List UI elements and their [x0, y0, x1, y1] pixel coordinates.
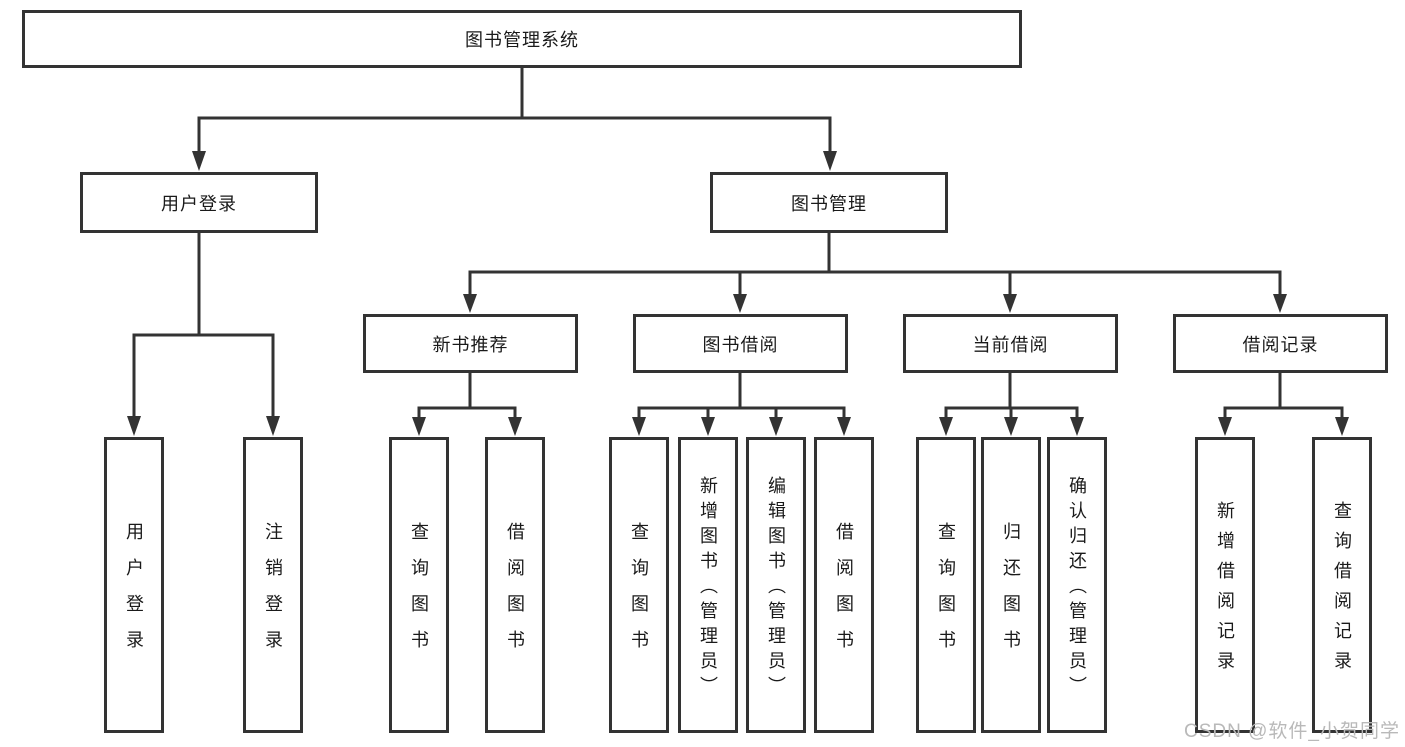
node-label: 归还图书 [1001, 522, 1021, 666]
node-label: 用户登录 [161, 193, 237, 214]
leaf-return-book: 归还图书 [981, 437, 1041, 733]
leaf-edit-book-admin: 编辑图书（管理员） [746, 437, 806, 733]
node-user-login: 用户登录 [80, 172, 318, 233]
leaf-logout: 注销登录 [243, 437, 303, 733]
leaf-query-books-borrowing: 查询图书 [609, 437, 669, 733]
node-label: 图书管理 [791, 193, 867, 214]
node-label: 借阅记录 [1242, 334, 1319, 355]
leaf-query-books-recommend: 查询图书 [389, 437, 449, 733]
node-book-management: 图书管理 [710, 172, 948, 233]
leaf-add-borrow-record: 新增借阅记录 [1195, 437, 1255, 733]
leaf-query-books-current: 查询图书 [916, 437, 976, 733]
node-label: 借阅图书 [834, 522, 854, 666]
leaf-borrow-books-borrowing: 借阅图书 [814, 437, 874, 733]
node-borrowing-records: 借阅记录 [1173, 314, 1388, 373]
leaf-borrow-books-recommend: 借阅图书 [485, 437, 545, 733]
node-system-root: 图书管理系统 [22, 10, 1022, 68]
node-label: 查询图书 [936, 522, 956, 666]
node-label: 新增借阅记录 [1215, 501, 1235, 681]
node-label: 当前借阅 [972, 334, 1049, 355]
node-book-borrowing: 图书借阅 [633, 314, 848, 373]
node-label: 确认归还（管理员） [1067, 476, 1087, 701]
node-current-borrowing: 当前借阅 [903, 314, 1118, 373]
node-label: 借阅图书 [505, 522, 525, 666]
csdn-watermark: CSDN @软件_小贺同学 [1184, 721, 1400, 742]
node-label: 查询图书 [629, 522, 649, 666]
node-label: 查询借阅记录 [1332, 501, 1352, 681]
node-label: 新增图书（管理员） [698, 476, 718, 701]
leaf-add-book-admin: 新增图书（管理员） [678, 437, 738, 733]
node-label: 图书借阅 [702, 334, 779, 355]
node-new-book-recommendation: 新书推荐 [363, 314, 578, 373]
node-label: 用户登录 [124, 522, 144, 666]
leaf-confirm-return-admin: 确认归还（管理员） [1047, 437, 1107, 733]
node-label: 新书推荐 [432, 334, 509, 355]
node-label: 注销登录 [263, 522, 283, 666]
node-label: 图书管理系统 [465, 30, 579, 50]
node-label: 查询图书 [409, 522, 429, 666]
leaf-query-borrow-record: 查询借阅记录 [1312, 437, 1372, 733]
node-label: 编辑图书（管理员） [766, 476, 786, 701]
leaf-user-login: 用户登录 [104, 437, 164, 733]
